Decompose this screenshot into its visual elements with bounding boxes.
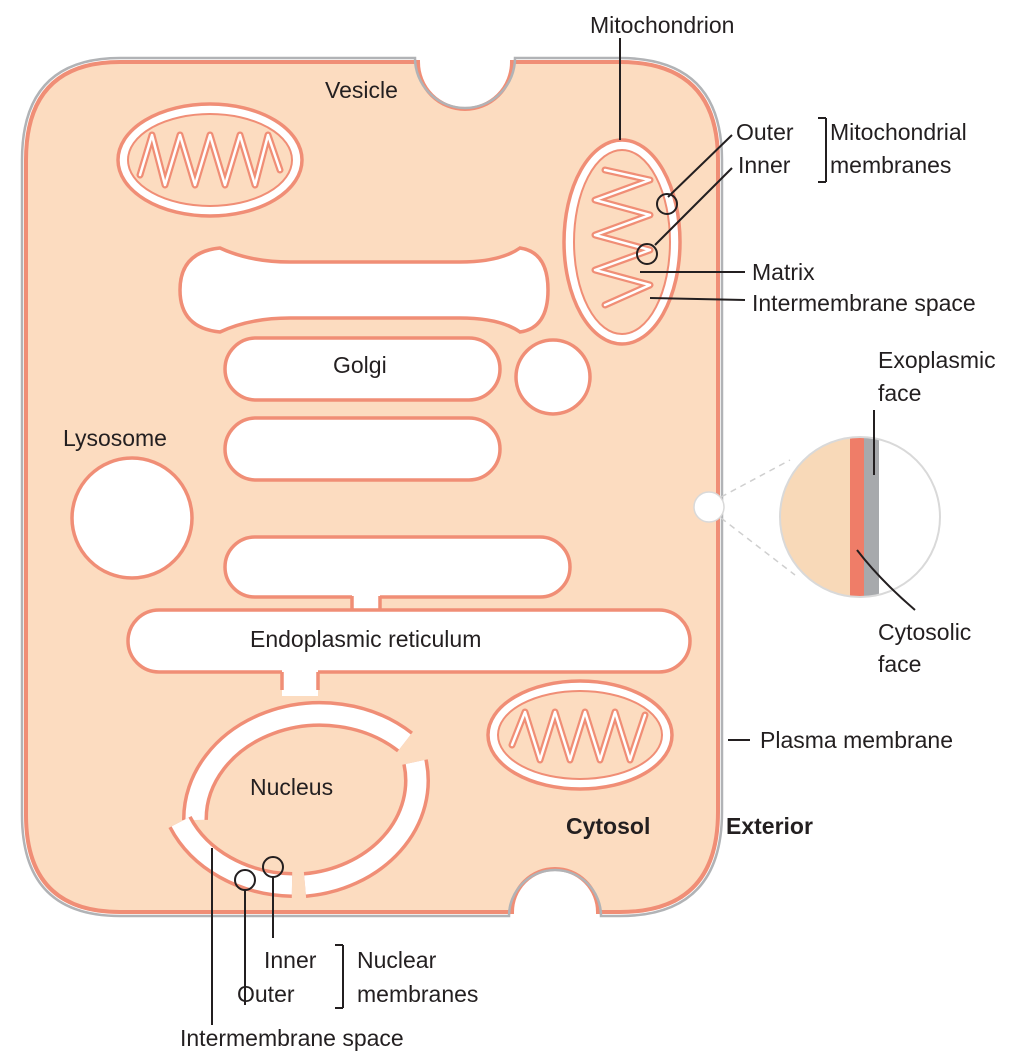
label-intermembrane-space-nuclear: Intermembrane space [180,1025,404,1051]
label-cytosolic-face: face [878,651,921,677]
label-outer-mito: Outer [736,119,794,145]
label-matrix: Matrix [752,259,815,285]
label-mitochondrion: Mitochondrion [590,12,734,38]
membrane-magnifier [694,435,949,600]
label-exterior: Exterior [726,813,813,839]
golgi-cisterna-lower [225,418,500,480]
label-cytosolic: Cytosolic [878,619,971,645]
label-lysosome: Lysosome [63,425,167,451]
label-endoplasmic-reticulum: Endoplasmic reticulum [250,626,481,652]
label-plasma-membrane: Plasma membrane [760,727,953,753]
er-connector-nuclear [282,668,318,696]
label-exoplasmic-face: face [878,380,921,406]
mitochondrion-bottom-right [488,681,672,789]
mitochondrion-labelled [564,140,680,344]
mitochondrion-top-left [118,104,302,216]
label-vesicle: Vesicle [325,77,398,103]
label-nuclear-inner: Inner [264,947,317,973]
golgi-cisterna-top [180,248,548,332]
er-cisterna-upper [225,537,570,597]
label-mitochondrial: Mitochondrial [830,119,967,145]
label-cytosol: Cytosol [566,813,650,839]
label-nuclear-outer: Outer [237,981,295,1007]
label-nuclear-membranes: membranes [357,981,478,1007]
label-golgi: Golgi [333,352,387,378]
label-exoplasmic: Exoplasmic [878,347,996,373]
label-nuclear: Nuclear [357,947,437,973]
label-nucleus: Nucleus [250,774,333,800]
label-intermembrane-space-mito: Intermembrane space [752,290,976,316]
golgi-vesicle [516,340,590,414]
label-mito-membranes: membranes [830,152,951,178]
lysosome-organelle [72,458,192,578]
label-inner-mito: Inner [738,152,791,178]
